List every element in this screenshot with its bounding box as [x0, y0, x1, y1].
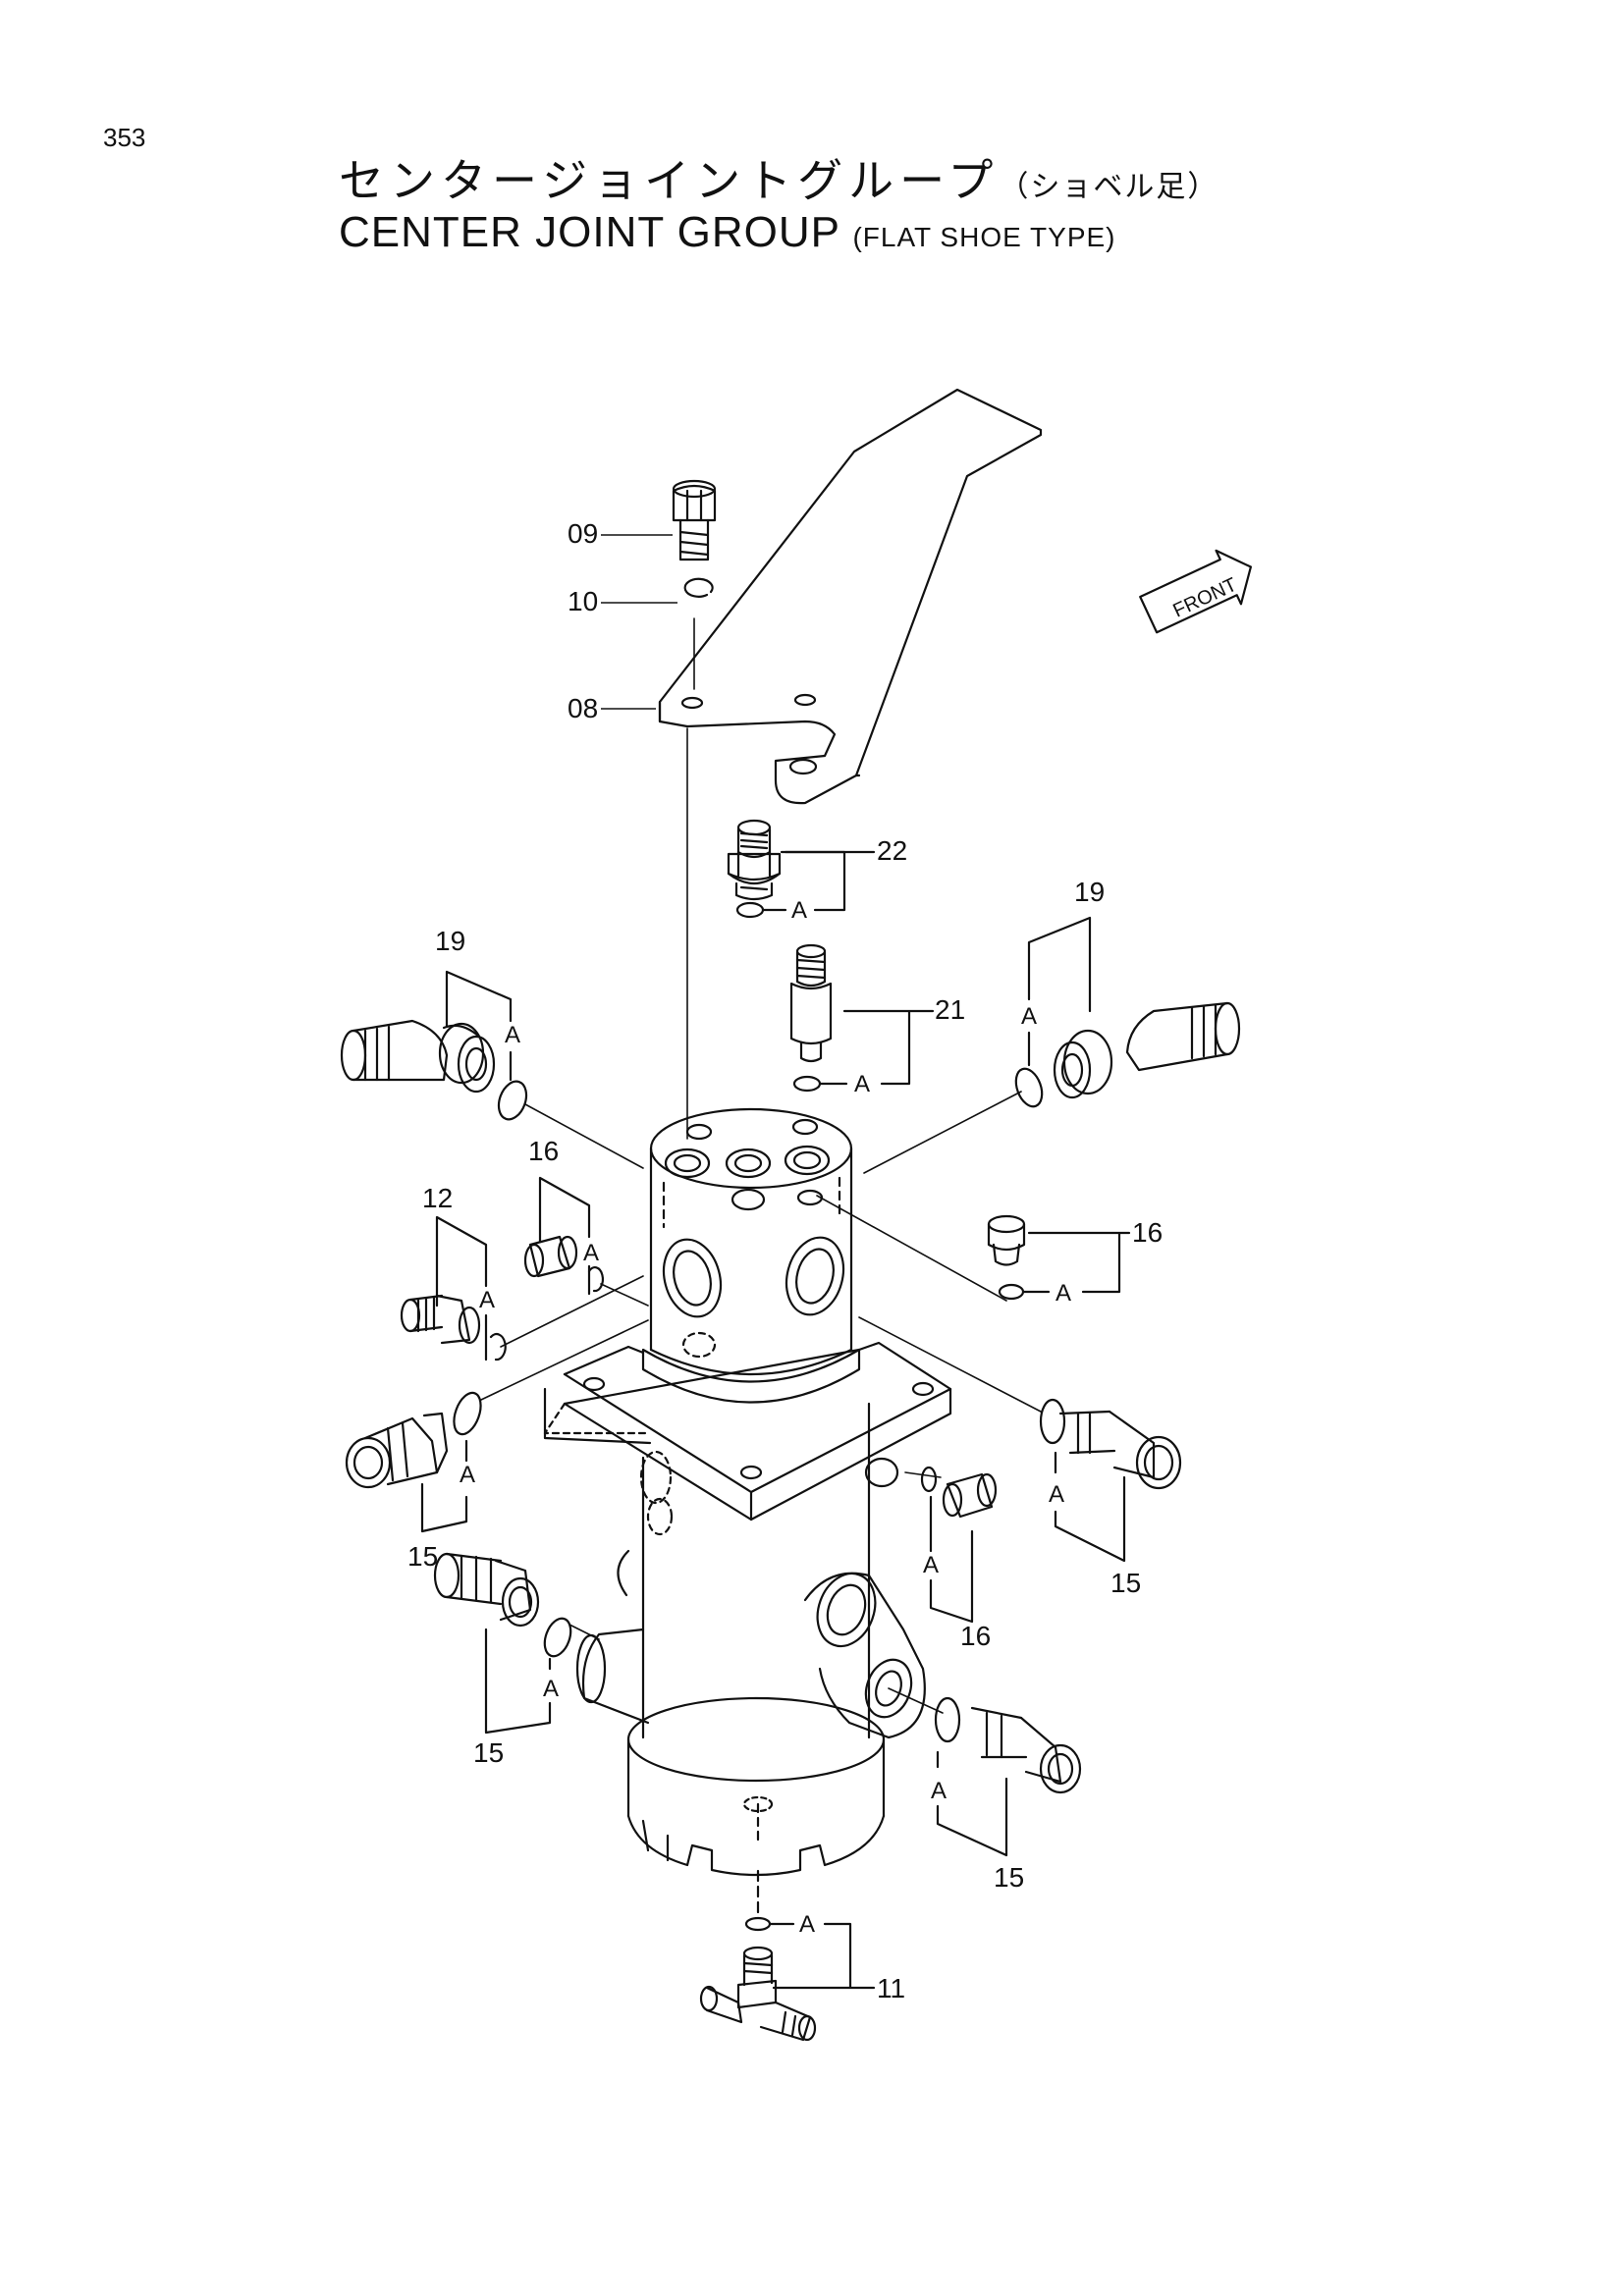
o-ring-21 [792, 1075, 822, 1093]
callout-12: 12 [422, 1183, 453, 1213]
o-ring-15-lower-left [543, 1617, 572, 1658]
o-ring-label: A [923, 1552, 939, 1578]
o-ring-label: A [505, 1022, 520, 1048]
lower-body [575, 1402, 926, 1877]
callout-16-right: 16 [1132, 1217, 1163, 1248]
o-ring-19-left [497, 1080, 528, 1121]
bolt-09 [672, 479, 717, 561]
rotor-upper-body [641, 1107, 861, 1404]
callout-22: 22 [877, 835, 907, 866]
plug-16-right [987, 1214, 1026, 1266]
fitting-22 [727, 819, 782, 901]
callout-10: 10 [568, 586, 598, 616]
front-direction-arrow [1139, 549, 1253, 634]
callout-21: 21 [935, 994, 965, 1025]
o-ring-label: A [460, 1462, 475, 1488]
o-ring-label: A [931, 1778, 947, 1804]
o-ring-16-left [587, 1266, 605, 1293]
o-ring-label: A [1056, 1280, 1071, 1307]
o-ring-label: A [543, 1676, 559, 1702]
elbow-fitting-19-left [340, 1019, 496, 1094]
callout-15-lower-left: 15 [473, 1737, 504, 1768]
fitting-15-upper-right [1039, 1398, 1182, 1490]
o-ring-16-right [998, 1283, 1025, 1301]
callout-08: 08 [568, 693, 598, 723]
o-ring-19-right [1014, 1067, 1044, 1108]
plug-16-left [523, 1235, 578, 1278]
o-ring-label: A [799, 1911, 815, 1938]
front-mark-label: FRONT [1169, 574, 1240, 622]
bracket-plate [658, 388, 1043, 805]
o-ring-label: A [583, 1240, 599, 1266]
callout-16-lower: 16 [960, 1621, 991, 1651]
plug-16-lower [942, 1472, 998, 1519]
fitting-15-upper-left [345, 1412, 449, 1489]
fitting-21 [789, 943, 833, 1063]
o-ring-12 [489, 1332, 507, 1362]
callout-15-upper-right: 15 [1110, 1568, 1141, 1598]
o-ring-label: A [791, 897, 807, 924]
title-japanese: センタージョイントグループ（ショベル足） [339, 145, 1218, 210]
callout-19-right: 19 [1074, 877, 1105, 907]
flange [543, 1341, 952, 1522]
fitting-15-lower-left [433, 1552, 540, 1628]
title-english-main: CENTER JOINT GROUP [339, 208, 840, 256]
callout-15-lower-right: 15 [994, 1862, 1024, 1893]
o-ring-label: A [854, 1071, 870, 1097]
title-japanese-sub: （ショベル足） [999, 170, 1219, 204]
title-english-sub: (FLAT SHOE TYPE) [852, 222, 1116, 252]
fitting-12 [400, 1294, 481, 1345]
o-ring-22 [735, 901, 765, 919]
o-ring-15-upper-left [453, 1391, 482, 1436]
callout-09: 09 [568, 518, 598, 549]
callout-11: 11 [877, 1973, 905, 2003]
tee-fitting-11 [699, 1946, 817, 2042]
title-english: CENTER JOINT GROUP (FLAT SHOE TYPE) [339, 208, 1116, 257]
fitting-15-lower-right [934, 1696, 1082, 1794]
title-japanese-main: センタージョイントグループ [339, 154, 1000, 207]
o-ring-label: A [479, 1287, 495, 1313]
callout-16-left: 16 [528, 1136, 559, 1166]
elbow-fitting-19-right [1053, 1001, 1241, 1099]
o-ring-16-lower [920, 1466, 938, 1493]
o-ring-label: A [1021, 1003, 1037, 1030]
callout-15-upper-left: 15 [407, 1541, 438, 1572]
callout-19-left: 19 [435, 926, 465, 956]
o-ring-11 [744, 1916, 772, 1932]
o-ring-label: A [1049, 1481, 1064, 1508]
snap-ring-10 [683, 577, 714, 598]
page-number: 353 [103, 123, 146, 152]
